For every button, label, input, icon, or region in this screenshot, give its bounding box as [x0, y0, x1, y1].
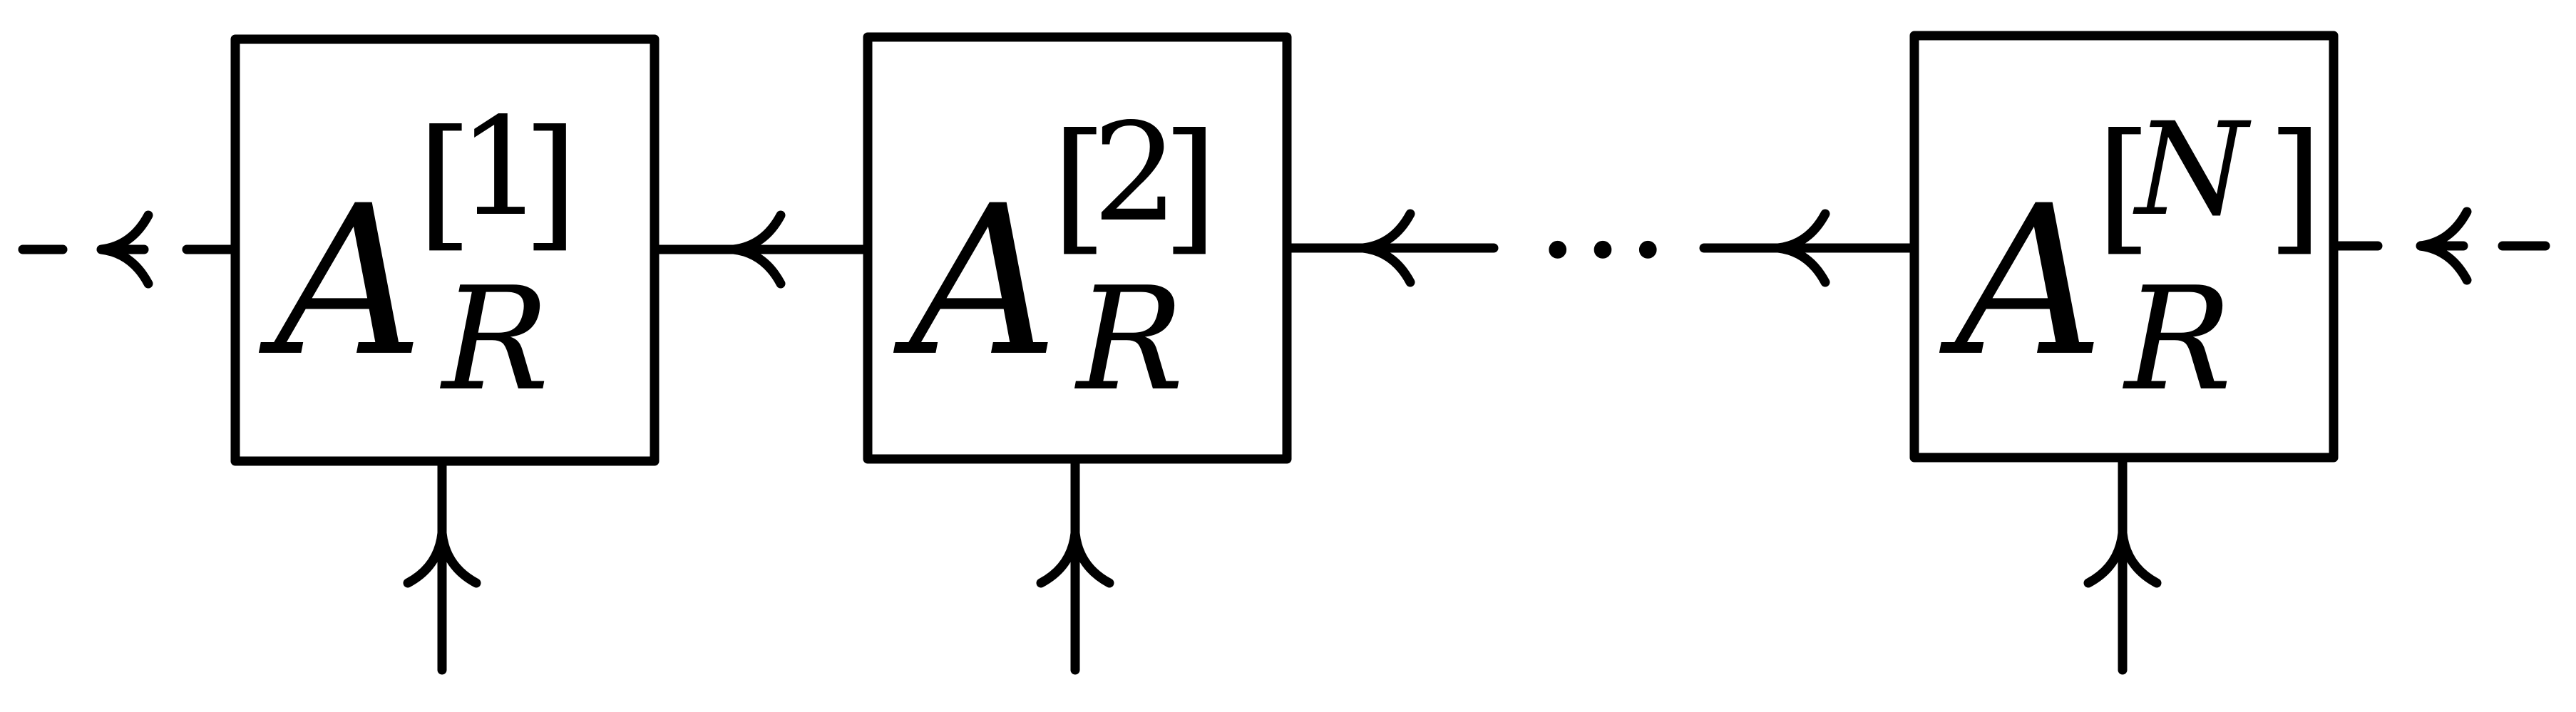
ellipsis: …	[1535, 131, 1671, 289]
tensor-n-superscript-index: N	[2133, 96, 2252, 244]
arrowhead-right-dangling	[2419, 207, 2472, 285]
arrowhead-physical-leg-1	[403, 532, 481, 588]
tensor-1-subscript: R	[439, 257, 550, 423]
tensor-2-base: A	[893, 162, 1058, 402]
tensor-n-subscript: R	[2122, 257, 2232, 423]
tensor-1-superscript-index: 1	[458, 88, 544, 246]
arrowhead-bond-ellipsis-n	[1777, 209, 1830, 287]
tensor-n-bracket-open: [	[2096, 103, 2152, 269]
tensor-2-bracket-close: ]	[1162, 103, 1218, 269]
tensor-1-base: A	[258, 162, 424, 402]
horizontal-arrowheads	[101, 207, 2472, 289]
physical-legs	[403, 453, 2162, 675]
tensor-label-1: A [ 1 ] R	[258, 88, 578, 423]
tensor-1-bracket-open: [	[417, 100, 473, 266]
tensor-n-bracket-close: ]	[2267, 103, 2323, 269]
tensor-1-bracket-close: ]	[523, 100, 578, 266]
tensor-2-superscript-index: 2	[1092, 94, 1179, 252]
arrowhead-physical-leg-2	[1036, 532, 1114, 588]
tensor-label-n: A [ N ] R	[1939, 96, 2323, 423]
arrowhead-bond-1-2	[733, 210, 786, 289]
tensor-n-base: A	[1939, 162, 2104, 402]
arrowhead-physical-leg-n	[2083, 532, 2162, 588]
tensor-2-subscript: R	[1074, 257, 1184, 423]
tensor-label-2: A [ 2 ] R	[893, 94, 1218, 423]
tensor-2-bracket-open: [	[1052, 103, 1107, 269]
arrowhead-left-dangling	[101, 210, 153, 289]
arrowhead-bond-2-ellipsis	[1363, 209, 1415, 287]
